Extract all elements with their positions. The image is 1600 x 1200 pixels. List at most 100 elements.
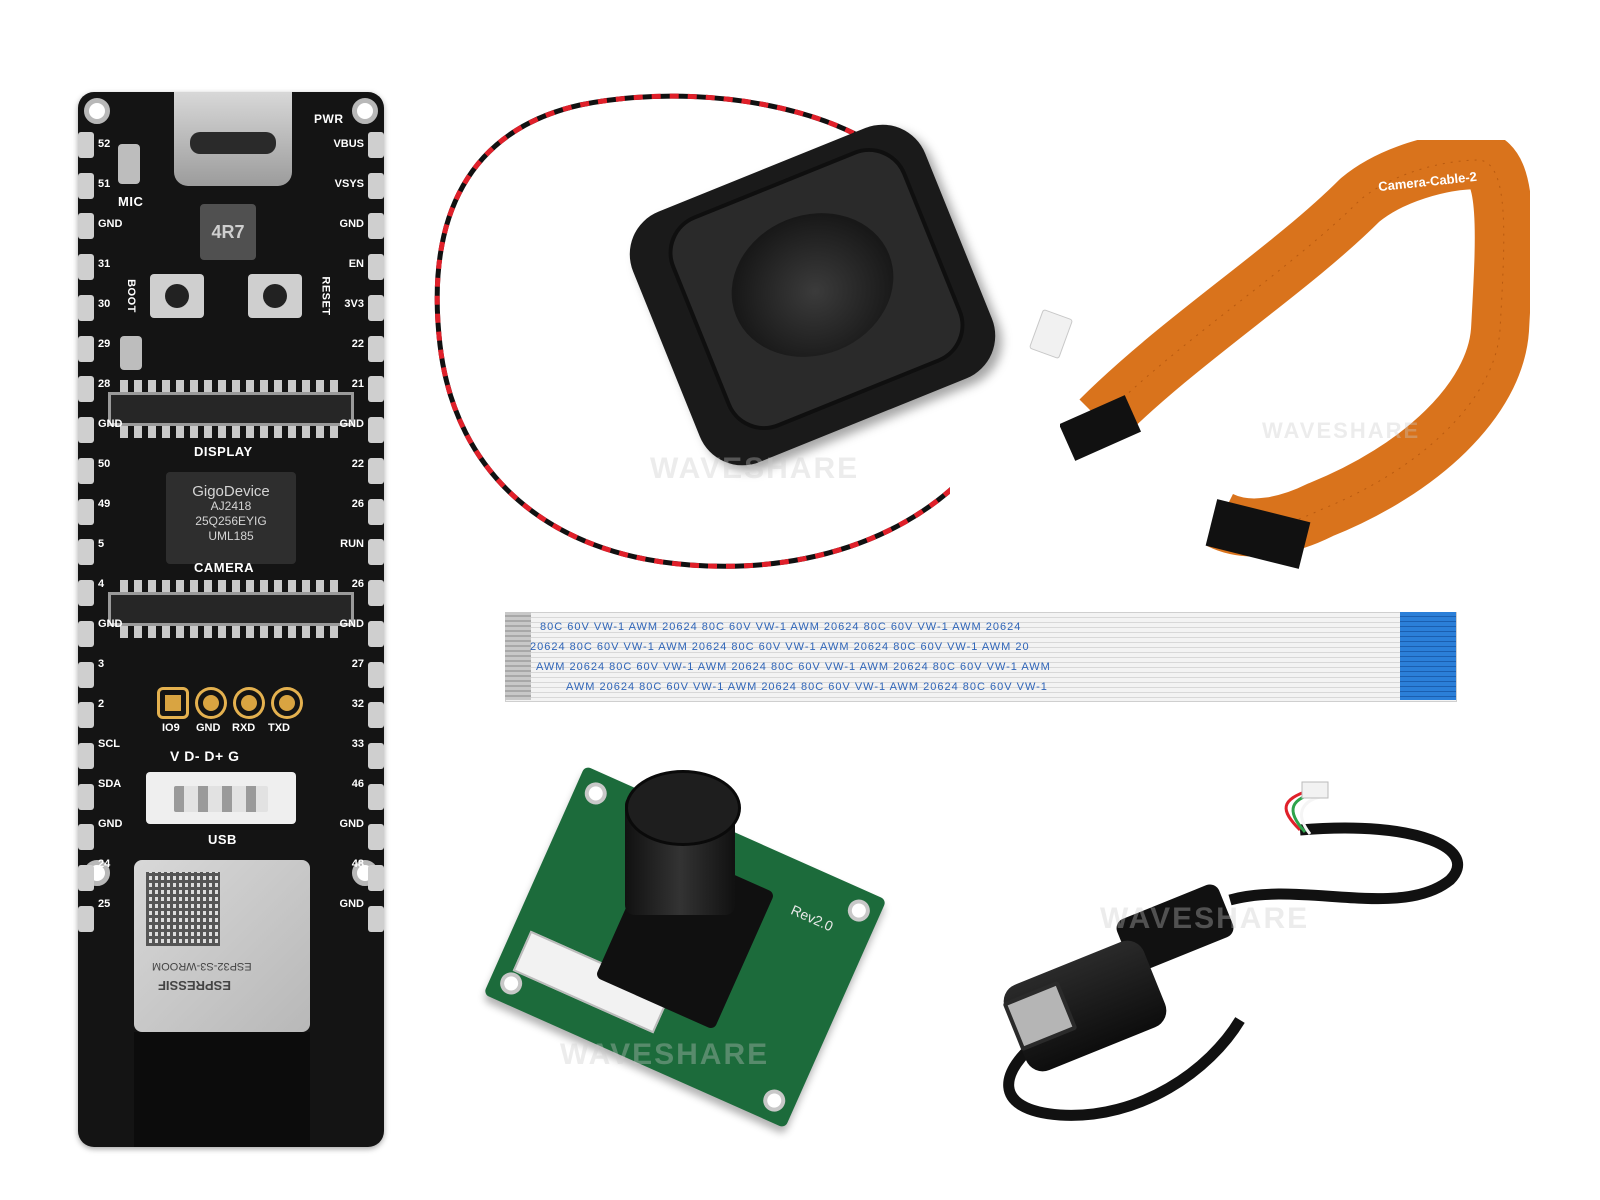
pin-label: GND: [98, 218, 123, 230]
pin-label: 28: [98, 378, 111, 390]
header-pad: [274, 690, 300, 716]
castellated-pad: [368, 213, 384, 240]
pin-label: 49: [98, 498, 111, 510]
castellated-pad: [78, 132, 94, 158]
usb-pin-label: V D- D+ G: [170, 748, 240, 764]
module-brand: ESPRESSIF: [158, 978, 231, 993]
castellated-pad: [78, 376, 94, 403]
speaker-wire: [434, 93, 950, 569]
pin-label: GND: [98, 818, 123, 830]
pin-label: 46: [351, 778, 364, 790]
pin-label: GND: [339, 218, 364, 230]
header-label-rxd: RXD: [232, 722, 256, 734]
qr-code: [146, 872, 220, 946]
pin-label: 32: [351, 698, 364, 710]
ffc-contacts: [505, 612, 531, 700]
castellated-pad: [368, 294, 384, 321]
uart-header: [160, 690, 300, 716]
header-label-txd: TXD: [268, 722, 290, 734]
castellated-pad: [78, 620, 94, 647]
camera-label: CAMERA: [194, 560, 255, 575]
pin-label: GND: [339, 898, 364, 910]
pin-label: 26: [351, 498, 364, 510]
pin-label: GND: [339, 418, 364, 430]
watermark: WAVESHARE: [560, 1038, 770, 1071]
pin-label: 30: [98, 298, 111, 310]
watermark: WAVESHARE: [650, 452, 860, 485]
header-label-gnd: GND: [196, 722, 221, 734]
mounting-hole: [84, 98, 110, 124]
flash-chip: GigoDevice AJ2418 25Q256EYIG UML185: [166, 472, 296, 564]
castellated-pad: [368, 620, 384, 647]
castellated-pad: [368, 580, 384, 607]
pin-label: SCL: [98, 738, 120, 750]
ffc-print: 80C 60V VW-1 AWM 20624 80C 60V VW-1 AWM …: [540, 621, 1022, 633]
castellated-pad: [368, 783, 384, 810]
camera-flex-cable: [1060, 140, 1530, 569]
ffc-print: AWM 20624 80C 60V VW-1 AWM 20624 80C 60V…: [566, 681, 1048, 693]
pin-label: 50: [98, 458, 111, 470]
microphone: [118, 144, 140, 184]
camera-fpc-connector: [108, 592, 354, 626]
flash-marking: AJ2418: [210, 499, 252, 513]
pin-label: 51: [98, 178, 111, 190]
wifi-module: ESPRESSIF ESP32-S3-WROOM: [134, 860, 310, 1032]
mounting-hole: [352, 98, 378, 124]
pin-label: 25: [98, 898, 111, 910]
castellated-pad: [78, 539, 94, 566]
buzzer: [120, 336, 142, 370]
camera-connector-pins: [120, 626, 342, 638]
castellated-pad: [78, 294, 94, 321]
castellated-pad: [78, 783, 94, 810]
pin-label: GND: [339, 818, 364, 830]
display-connector-pins: [120, 380, 342, 392]
castellated-pad: [368, 498, 384, 525]
pin-label: 26: [351, 578, 364, 590]
castellated-pad: [368, 457, 384, 484]
castellated-pad: [78, 498, 94, 525]
pin-label: GND: [98, 618, 123, 630]
castellated-pad: [368, 865, 384, 892]
pin-label: 5: [98, 538, 105, 550]
castellated-pad: [368, 376, 384, 403]
boot-button[interactable]: [150, 274, 204, 318]
watermark: WAVESHARE: [1262, 418, 1421, 443]
castellated-pad: [368, 661, 384, 688]
pwr-label: PWR: [314, 112, 344, 126]
pin-label: 48: [351, 858, 364, 870]
pin-label: VSYS: [334, 178, 364, 190]
castellated-pad: [368, 539, 384, 566]
header-pad: [198, 690, 224, 716]
castellated-pad: [78, 417, 94, 444]
ffc-stiffener-tab: [1400, 612, 1456, 700]
pin-label: 52: [98, 138, 111, 150]
reset-button[interactable]: [248, 274, 302, 318]
ffc-print: 20624 80C 60V VW-1 AWM 20624 80C 60V VW-…: [530, 641, 1030, 653]
right-castellated-pads: [368, 132, 384, 932]
inductor: 4R7: [200, 204, 256, 260]
pin-label: 4: [98, 578, 105, 590]
display-fpc-connector: [108, 392, 354, 426]
pin-label: 27: [351, 658, 364, 670]
header-pad: [160, 690, 186, 716]
mounting-hole: [844, 896, 874, 926]
castellated-pad: [78, 457, 94, 484]
castellated-pad: [368, 132, 384, 158]
pin-label: RUN: [340, 538, 364, 550]
pin-label: 22: [351, 458, 364, 470]
castellated-pad: [78, 702, 94, 729]
pin-label: 3V3: [344, 298, 364, 310]
pin-label: 29: [98, 338, 111, 350]
pin-label: 21: [351, 378, 364, 390]
display-label: DISPLAY: [194, 444, 253, 459]
pin-label: GND: [339, 618, 364, 630]
display-connector-pins: [120, 426, 342, 438]
flash-marking: 25Q256EYIG: [195, 514, 267, 528]
castellated-pad: [78, 254, 94, 281]
header-label-io9: IO9: [162, 722, 180, 734]
castellated-pad: [78, 905, 94, 932]
module-model: ESP32-S3-WROOM: [152, 960, 252, 972]
watermark: WAVESHARE: [1100, 902, 1310, 935]
flash-marking: UML185: [208, 529, 254, 543]
usb-c-port: [190, 132, 276, 154]
